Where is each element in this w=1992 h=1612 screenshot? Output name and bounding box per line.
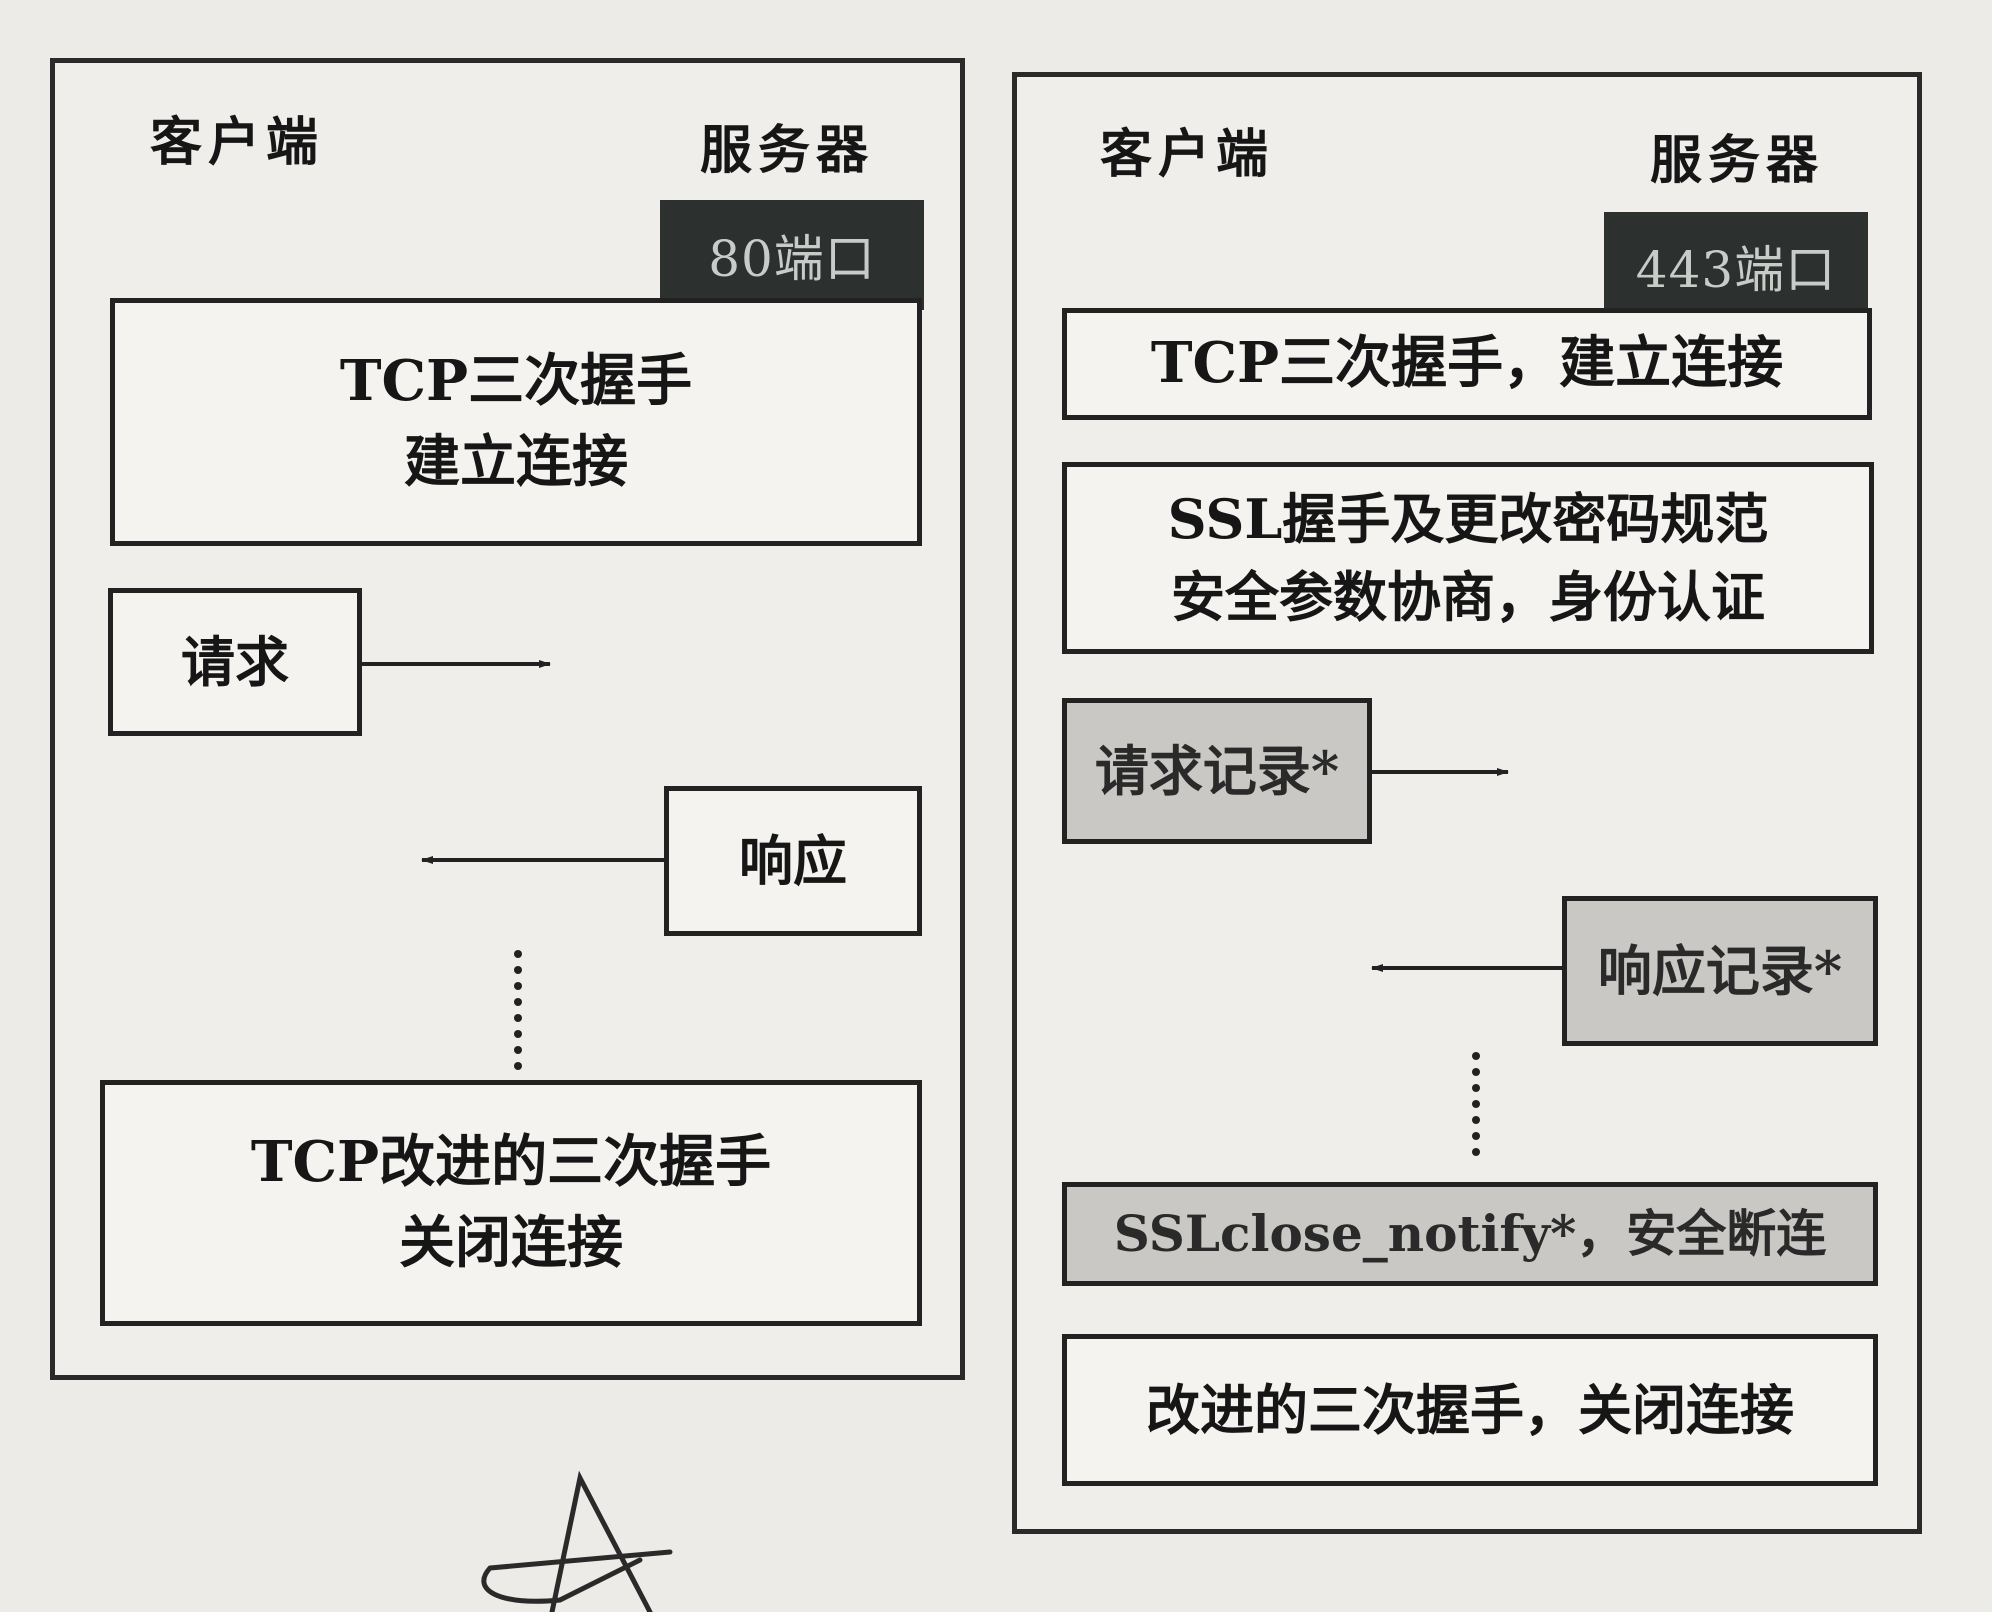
request-record-box: 请求记录* — [1062, 698, 1372, 844]
request-box: 请求 — [108, 588, 362, 736]
port-80-badge: 80端口 — [660, 200, 924, 310]
right-continuation-dots — [1472, 1052, 1480, 1156]
ssl-close-notify-text: SSLclose_notify*，安全断连 — [1113, 1203, 1827, 1263]
request-label: 请求 — [181, 629, 289, 694]
tcp-handshake-line-2: 建立连接 — [404, 429, 628, 495]
ssl-handshake-line-1: SSL握手及更改密码规范 — [1167, 486, 1769, 551]
tcp-close-line-2: 关闭连接 — [399, 1210, 623, 1276]
response-box: 响应 — [664, 786, 922, 936]
tcp-close-line-1: TCP改进的三次握手 — [250, 1128, 772, 1195]
left-client-label: 客户端 — [150, 112, 325, 173]
response-record-box: 响应记录* — [1562, 896, 1878, 1046]
response-label: 响应 — [739, 828, 847, 893]
ssl-tcp-close-text: 改进的三次握手，关闭连接 — [1146, 1377, 1794, 1442]
hand-drawn-star-sketch — [481, 1470, 673, 1612]
left-server-label: 服务器 — [700, 120, 875, 181]
ssl-handshake-box: SSL握手及更改密码规范 安全参数协商，身份认证 — [1062, 462, 1874, 654]
tcp-handshake-box: TCP三次握手 建立连接 — [110, 298, 922, 546]
tcp-close-box: TCP改进的三次握手 关闭连接 — [100, 1080, 922, 1326]
tcp-handshake-line-1: TCP三次握手 — [339, 347, 693, 414]
left-continuation-dots — [514, 950, 522, 1070]
right-client-label: 客户端 — [1100, 124, 1275, 185]
ssl-close-notify-box: SSLclose_notify*，安全断连 — [1062, 1182, 1878, 1286]
ssl-tcp-handshake-text: TCP三次握手，建立连接 — [1150, 330, 1784, 397]
ssl-tcp-handshake-box: TCP三次握手，建立连接 — [1062, 308, 1872, 420]
right-server-label: 服务器 — [1650, 130, 1825, 191]
response-record-label: 响应记录* — [1597, 938, 1843, 1003]
request-record-label: 请求记录* — [1094, 738, 1340, 803]
ssl-handshake-line-2: 安全参数协商，身份认证 — [1171, 565, 1765, 629]
port-443-badge: 443端口 — [1604, 212, 1868, 320]
ssl-tcp-close-box: 改进的三次握手，关闭连接 — [1062, 1334, 1878, 1486]
